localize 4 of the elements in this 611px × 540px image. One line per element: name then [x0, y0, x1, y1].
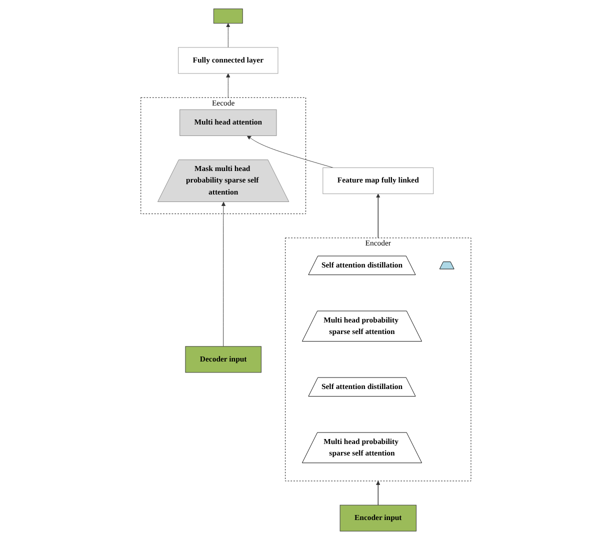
arrow	[376, 194, 380, 238]
node-bar	[213, 8, 242, 24]
node-trapezoid	[438, 262, 454, 270]
arrow	[376, 480, 380, 506]
